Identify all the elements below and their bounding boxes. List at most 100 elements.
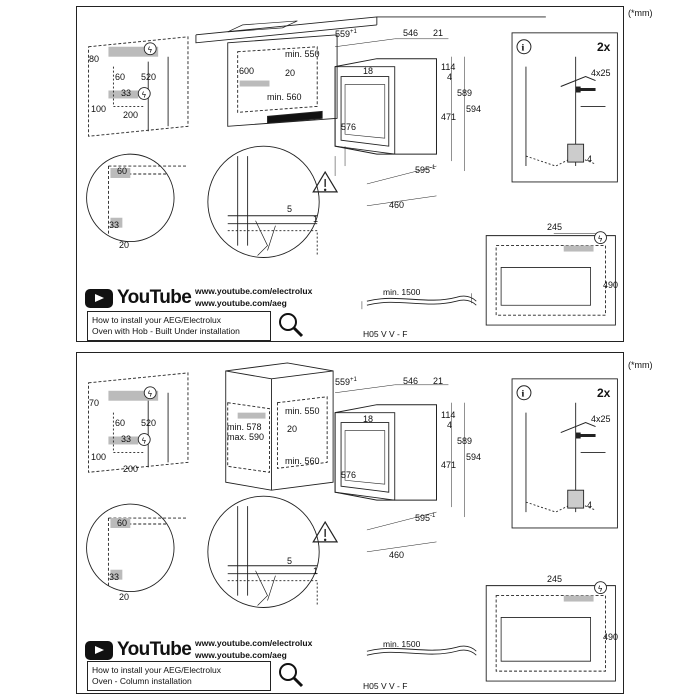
oven-dim-460: 460 (389, 200, 405, 210)
youtube-links: www.youtube.com/electrolux www.youtube.c… (195, 285, 312, 309)
youtube-links: www.youtube.com/electrolux www.youtube.c… (195, 637, 312, 661)
front-dim-245: 245 (547, 574, 563, 584)
dim-min-560: min. 560 (267, 92, 302, 102)
oven-dim-21: 21 (433, 28, 444, 38)
link-electrolux[interactable]: www.youtube.com/electrolux (195, 286, 313, 296)
fixing-count: 2x (597, 386, 611, 400)
oven-dim-114: 114 (441, 410, 456, 420)
dim-200: 200 (123, 110, 139, 120)
oven-dim-18: 18 (363, 66, 374, 76)
unit-note: (*mm) (628, 8, 653, 18)
youtube-wordmark: YouTube (117, 639, 192, 660)
detail-dim-1: 1 (313, 214, 319, 224)
dim-600: 600 (239, 66, 255, 76)
dim-70: 70 (89, 398, 100, 408)
dim-33: 33 (121, 434, 132, 444)
oven-dim-595: 595-1 (415, 165, 436, 175)
magnifier-icon[interactable] (277, 661, 305, 689)
oven-dim-460: 460 (389, 550, 405, 560)
howto-box: How to install your AEG/Electrolux Oven … (87, 661, 271, 691)
oven-dim-114: 114 (441, 62, 456, 72)
oven-dim-559: 559+1 (335, 29, 357, 39)
built-under-panel: ϟ ϟ ϟ i 80 60 520 33 100 200 600 min. 55… (76, 6, 624, 342)
dim-min-560: min. 560 (285, 456, 320, 466)
fixing-dim-4: 4 (587, 154, 593, 164)
link-aeg[interactable]: www.youtube.com/aeg (195, 650, 287, 660)
dim-min-578: min. 578 (227, 422, 262, 432)
howto-line1: How to install your AEG/Electrolux (92, 315, 221, 325)
fixing-dim-4: 4 (587, 500, 593, 510)
detail-dim-1: 1 (313, 566, 319, 576)
unit-note-2: (*mm) (628, 360, 653, 370)
dim-60: 60 (115, 72, 126, 82)
link-aeg[interactable]: www.youtube.com/aeg (195, 298, 287, 308)
dim-20: 20 (287, 424, 298, 434)
svg-text:ϟ: ϟ (141, 436, 146, 445)
dim-520: 520 (141, 418, 157, 428)
youtube-logo-icon (85, 640, 113, 660)
built-under-drawing: ϟ ϟ ϟ i (86, 16, 624, 328)
corner-dim-20: 20 (119, 240, 130, 250)
svg-text:i: i (521, 43, 524, 54)
dim-100: 100 (91, 452, 107, 462)
dim-520: 520 (141, 72, 157, 82)
dim-min-550: min. 550 (285, 406, 320, 416)
electric-warning-icon: ϟ ϟ ϟ (137, 386, 607, 595)
oven-dim-546: 546 (403, 376, 419, 386)
youtube-logo: YouTube (85, 639, 192, 661)
screw-icon (575, 432, 596, 439)
howto-line1: How to install your AEG/Electrolux (92, 665, 221, 675)
youtube-logo-icon (85, 288, 113, 308)
link-electrolux[interactable]: www.youtube.com/electrolux (195, 638, 313, 648)
front-dim-490: 490 (603, 280, 619, 290)
dim-33: 33 (121, 88, 132, 98)
info-icon: i (516, 385, 532, 401)
youtube-logo: YouTube (85, 287, 192, 309)
oven-dim-559: 559+1 (335, 377, 357, 387)
howto-line2: Oven with Hob - Built Under installation (92, 326, 240, 336)
cable-min-length: min. 1500 (383, 639, 421, 649)
front-dim-245: 245 (547, 222, 563, 232)
oven-dim-589: 589 (457, 88, 473, 98)
info-icon: i (516, 39, 532, 55)
fixing-screw-size: 4x25 (591, 414, 611, 424)
dim-200: 200 (123, 464, 139, 474)
column-drawing: ϟ ϟ ϟ i (86, 362, 618, 682)
dim-100: 100 (91, 104, 107, 114)
svg-text:ϟ: ϟ (147, 46, 152, 55)
oven-dim-21: 21 (433, 376, 444, 386)
cable-min-length: min. 1500 (383, 287, 421, 297)
dim-60: 60 (115, 418, 126, 428)
front-dim-490: 490 (603, 632, 619, 642)
fixing-screw-size: 4x25 (591, 68, 611, 78)
corner-dim-60: 60 (117, 166, 128, 176)
corner-dim-33: 33 (109, 572, 120, 582)
cable-type: H05 V V - F (363, 681, 408, 691)
howto-box: How to install your AEG/Electrolux Oven … (87, 311, 271, 341)
dim-max-590: max. 590 (227, 432, 265, 442)
dim-80: 80 (89, 54, 100, 64)
magnifier-icon[interactable] (277, 311, 305, 339)
oven-dim-576: 576 (341, 470, 357, 480)
column-panel: ϟ ϟ ϟ i 70 60 520 33 100 200 min. 578 ma… (76, 352, 624, 694)
howto-line2: Oven - Column installation (92, 676, 192, 686)
corner-dim-60: 60 (117, 518, 128, 528)
detail-dim-5: 5 (287, 556, 293, 566)
oven-dim-471: 471 (441, 112, 457, 122)
oven-dim-18: 18 (363, 414, 374, 424)
fixing-count: 2x (597, 40, 611, 54)
oven-dim-594: 594 (466, 452, 482, 462)
svg-text:ϟ: ϟ (147, 390, 152, 399)
electric-warning-icon: ϟ ϟ ϟ (137, 42, 607, 245)
dim-20: 20 (285, 68, 296, 78)
oven-dim-546: 546 (403, 28, 419, 38)
detail-dim-5: 5 (287, 204, 293, 214)
oven-dim-589: 589 (457, 436, 473, 446)
oven-dim-471: 471 (441, 460, 457, 470)
svg-text:ϟ: ϟ (598, 585, 603, 594)
oven-dim-595: 595-1 (415, 513, 436, 523)
oven-dim-594: 594 (466, 104, 482, 114)
dim-min-550: min. 550 (285, 49, 320, 59)
svg-text:ϟ: ϟ (598, 235, 603, 244)
corner-dim-20: 20 (119, 592, 130, 602)
